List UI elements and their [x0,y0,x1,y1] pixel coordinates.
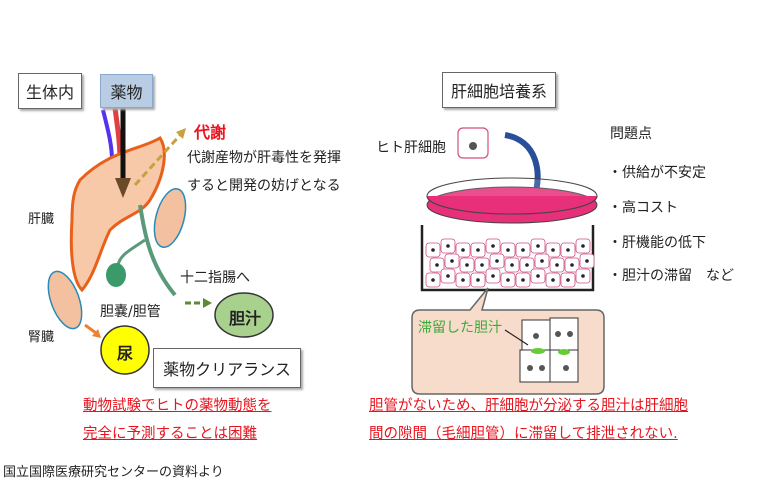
cell-nucleus-icon [551,278,555,282]
left-conclusion-1: 動物試験でヒトの薬物動態を [83,398,272,414]
cell-nucleus-icon [431,248,435,252]
right-conclusion-2: 間の隙間（毛細胆管）に滞留して排泄されない. [369,426,678,442]
cell-nucleus-icon [525,263,529,267]
cell-nucleus-icon [521,248,525,252]
gallbladder-label: 胆嚢/胆管 [100,304,161,320]
in-vivo-label: 生体内 [18,73,82,109]
bile-label: 胆汁 [229,309,262,328]
urine-label: 尿 [117,344,134,363]
cell-nucleus-icon [476,278,480,282]
kidney-label: 腎臓 [28,330,55,345]
cell-nucleus-icon [450,259,454,263]
cell-cluster-icon [519,317,579,383]
cell-nucleus-icon [491,274,495,278]
cell-nucleus-icon [585,259,589,263]
urine-circle [100,325,150,375]
cell-nucleus-icon [555,263,559,267]
cell-nucleus-icon [446,274,450,278]
problems-title: 問題点 [610,126,652,142]
cell-nucleus-icon [581,244,585,248]
drug-clearance-label: 薬物クリアランス [153,348,301,388]
cell-nucleus-icon [566,278,570,282]
retained-bile-label: 滞留した胆汁 [418,320,502,336]
cell-nucleus-icon [446,244,450,248]
gallbladder-icon [106,263,126,287]
cell-nucleus-icon [536,244,540,248]
metabolism-note-2: すると開発の妨げとなる [187,178,341,194]
metabolism-arrow-icon [176,128,186,139]
cell-nucleus-icon [461,278,465,282]
cell-nucleus-icon [465,263,469,267]
cell-nucleus-icon [551,248,555,252]
bile-arrow-icon [203,298,212,308]
metabolism-note-1: 代謝産物が肝毒性を発揮 [187,150,341,166]
artery-icon [112,107,123,161]
kidney-left-icon [47,270,83,330]
kidney-right-icon [153,188,187,248]
vein-icon [101,109,114,161]
cell-nucleus-icon [510,263,514,267]
cell-nucleus-icon [570,263,574,267]
problem-item: ・肝機能の低下 [608,235,706,251]
cell-nucleus-icon [581,274,585,278]
metabolism-label: 代謝 [194,123,227,142]
right-conclusion-1: 胆管がないため、肝細胞が分泌する胆汁は肝細胞 [369,398,688,414]
human-hepatocyte-label: ヒト肝細胞 [376,140,446,156]
cell-nucleus-icon [506,248,510,252]
urine-arrow-icon [92,329,101,338]
cell-nucleus-icon [461,248,465,252]
duodenum-label: 十二指腸へ [180,270,250,286]
source-note: 国立国際医療研究センターの資料より [3,465,224,480]
problem-item: ・高コスト [608,200,678,216]
cell-nucleus-icon [476,248,480,252]
cell-nucleus-icon [540,259,544,263]
problem-item: ・胆汁の滞留 など [608,268,734,284]
drug-arrow-icon [115,178,131,198]
cell-nucleus-icon [431,278,435,282]
cell-nucleus-icon [506,278,510,282]
cell-nucleus-icon [491,244,495,248]
left-conclusion-2: 完全に予測することは困難 [83,426,257,442]
problem-item: ・供給が不安定 [608,165,706,181]
cell-nucleus-icon [435,263,439,267]
drug-label: 薬物 [100,74,153,108]
retained-bile-icon [531,348,545,354]
cultured-cells [425,238,595,288]
cell-nucleus-icon [480,263,484,267]
liver-label: 肝臓 [28,212,55,227]
cell-nucleus-icon [536,274,540,278]
hepatocyte-culture-label: 肝細胞培養系 [442,72,556,108]
cell-nucleus-icon [566,248,570,252]
cell-nucleus-icon [495,259,499,263]
cell-nucleus-icon [521,278,525,282]
liver-icon [69,135,166,293]
bile-ellipse [214,292,274,338]
